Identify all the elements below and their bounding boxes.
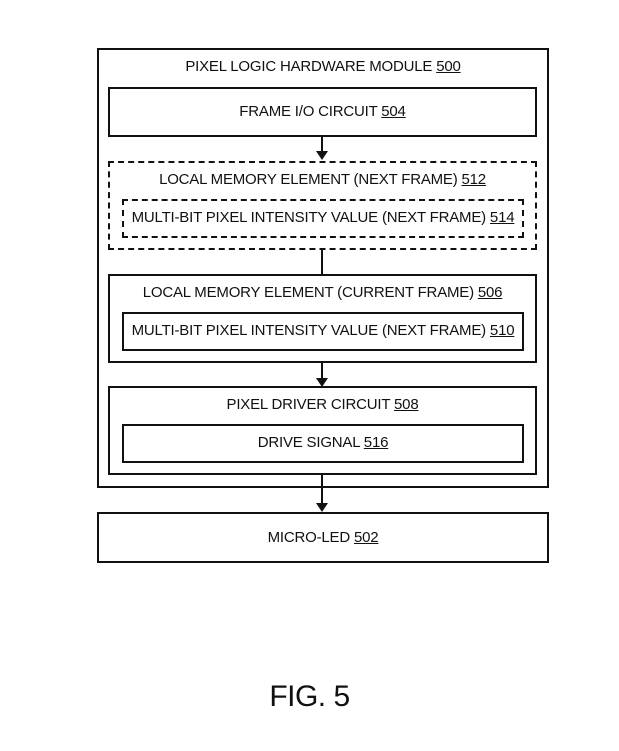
micro-led-title: MICRO-LED — [267, 529, 351, 546]
mem-next-label: LOCAL MEMORY ELEMENT (NEXT FRAME) 512 — [110, 171, 535, 189]
frame-io-label: FRAME I/O CIRCUIT 504 — [110, 103, 535, 121]
mem-current-ref: 506 — [477, 284, 503, 301]
value-510-ref: 510 — [489, 322, 515, 339]
driver-ref: 508 — [394, 396, 419, 413]
drive-signal-title: DRIVE SIGNAL — [257, 434, 360, 451]
micro-led-ref: 502 — [353, 529, 379, 546]
micro-led-label: MICRO-LED 502 — [99, 529, 547, 547]
mem-current-title: LOCAL MEMORY ELEMENT (CURRENT FRAME) — [142, 284, 474, 301]
mem-next-title: LOCAL MEMORY ELEMENT (NEXT FRAME) — [159, 171, 458, 188]
arrow-frame-io-to-next-memory — [316, 137, 328, 160]
value-514-title: MULTI-BIT PIXEL INTENSITY VALUE (NEXT FR… — [131, 209, 487, 226]
drive-signal-label: DRIVE SIGNAL 516 — [124, 434, 522, 452]
driver-title: PIXEL DRIVER CIRCUIT — [226, 396, 391, 413]
micro-led-box: MICRO-LED 502 — [97, 512, 549, 563]
value-510-title: MULTI-BIT PIXEL INTENSITY VALUE (NEXT FR… — [131, 322, 487, 339]
frame-io-circuit-box: FRAME I/O CIRCUIT 504 — [108, 87, 537, 137]
frame-io-ref: 504 — [381, 103, 406, 120]
figure-label: FIG. 5 — [269, 680, 350, 713]
mem-next-ref: 512 — [461, 171, 487, 188]
value-514-label: MULTI-BIT PIXEL INTENSITY VALUE (NEXT FR… — [124, 209, 522, 227]
pixel-intensity-next-frame-514-box: MULTI-BIT PIXEL INTENSITY VALUE (NEXT FR… — [122, 199, 524, 238]
pixel-intensity-next-frame-510-box: MULTI-BIT PIXEL INTENSITY VALUE (NEXT FR… — [122, 312, 524, 351]
module-ref: 500 — [436, 58, 461, 75]
arrow-current-memory-to-driver — [316, 363, 328, 387]
connector-next-to-current — [321, 250, 323, 275]
value-514-ref: 514 — [489, 209, 515, 226]
arrow-module-to-micro-led — [316, 475, 328, 512]
module-label: PIXEL LOGIC HARDWARE MODULE 500 — [99, 58, 547, 76]
drive-signal-ref: 516 — [363, 434, 389, 451]
drive-signal-box: DRIVE SIGNAL 516 — [122, 424, 524, 463]
value-510-label: MULTI-BIT PIXEL INTENSITY VALUE (NEXT FR… — [124, 322, 522, 340]
driver-label: PIXEL DRIVER CIRCUIT 508 — [110, 396, 535, 414]
frame-io-title: FRAME I/O CIRCUIT — [239, 103, 378, 120]
mem-current-label: LOCAL MEMORY ELEMENT (CURRENT FRAME) 506 — [110, 284, 535, 302]
module-title: PIXEL LOGIC HARDWARE MODULE — [185, 58, 433, 75]
